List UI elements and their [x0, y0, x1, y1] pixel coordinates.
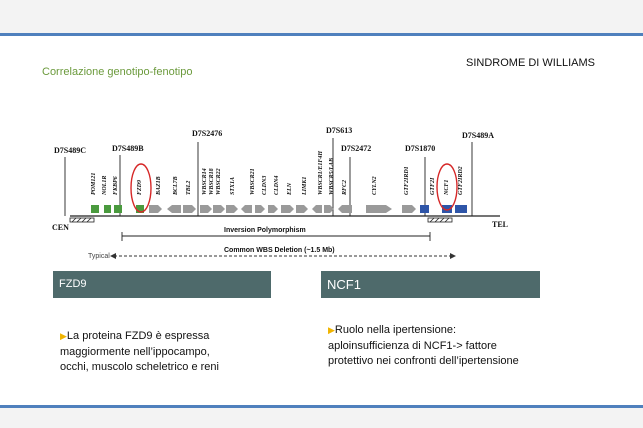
gene-box	[136, 205, 144, 213]
gene-label: GTF2IRD2	[458, 166, 464, 195]
marker-d7s489b: D7S489B	[112, 144, 144, 153]
typical-label: Typical	[88, 253, 110, 260]
hatch-right	[427, 217, 453, 223]
gene-box	[91, 205, 99, 213]
gene-label: BAZ1B	[156, 176, 162, 196]
gene-label: NOL1R	[102, 176, 108, 196]
gene-label: FKBP6	[113, 176, 119, 195]
text-line: occhi, muscolo scheletrico e reni	[60, 361, 219, 373]
deletion-arrowhead-right	[450, 253, 456, 259]
gene-label: GTF2I	[430, 177, 436, 195]
bottom-bar	[0, 405, 643, 428]
gene-label: ELN	[287, 182, 293, 196]
gene-boxes	[91, 205, 467, 213]
hatch-left	[69, 217, 95, 223]
panel-title-fzd9: FZD9	[53, 271, 271, 298]
marker-d7s2472: D7S2472	[341, 144, 371, 153]
marker-d7s613: D7S613	[326, 126, 352, 135]
gene-arrows	[149, 205, 416, 213]
gene-box	[420, 205, 429, 213]
text-line: Ruolo nella ipertensione:	[334, 324, 457, 336]
marker-d7s489c: D7S489C	[54, 146, 86, 155]
deletion-label: Common WBS Deletion (~1.5 Mb)	[224, 247, 335, 254]
gene-label: WBSCR21	[250, 168, 256, 195]
gene-label: FZD9	[137, 180, 143, 195]
gene-box	[442, 205, 452, 213]
marker-d7s2476: D7S2476	[192, 129, 222, 138]
gene-label: BCL7B	[173, 176, 179, 196]
panel-title-ncf1: NCF1	[321, 271, 540, 298]
highlight-circle-ncf1	[436, 163, 458, 211]
gene-box	[455, 205, 467, 213]
gene-label: WBSCR22	[216, 168, 222, 195]
deletion-arrowhead-left	[110, 253, 116, 259]
highlight-circle-fzd9	[130, 163, 152, 213]
inversion-label: Inversion Polymorphism	[224, 227, 306, 234]
gene-box	[104, 205, 111, 213]
top-bar	[0, 0, 643, 36]
slide-subtitle: Correlazione genotipo-fenotipo	[42, 66, 193, 78]
text-line: protettivo nei confronti dell’ipertensio…	[328, 355, 519, 367]
bullet-text-fzd9: ▶La proteina FZD9 è espressa maggiorment…	[60, 329, 280, 376]
gene-label: CYLN2	[372, 176, 378, 195]
bullet-text-ncf1: ▶Ruolo nella ipertensione: aploinsuffici…	[328, 323, 578, 370]
gene-label: POM121	[91, 173, 97, 195]
gene-label: CLDN3	[262, 176, 268, 195]
text-line: aploinsufficienza di NCF1-> fattore	[328, 339, 497, 352]
triangle-bullet-icon: ▶	[60, 331, 67, 341]
gene-label: WBSCR14	[202, 168, 208, 195]
text-line: maggiormente nell’ippocampo,	[60, 345, 210, 358]
marker-d7s489a: D7S489A	[462, 131, 494, 140]
gene-label: GTF2IRD1	[404, 166, 410, 195]
gene-map-diagram: D7S489C D7S489B D7S2476 D7S613 D7S2472 D…	[52, 126, 508, 260]
gene-label: WBSCR5/LAB	[329, 158, 335, 195]
tel-label: TEL	[492, 220, 508, 229]
gene-label: CLDN4	[274, 176, 280, 195]
gene-box	[114, 205, 122, 213]
gene-label: RFC2	[342, 180, 348, 196]
inversion-bracket	[121, 232, 431, 241]
gene-label: WBSCR1/E1F4H	[318, 151, 324, 195]
gene-label: NCF1	[444, 180, 450, 196]
cen-label: CEN	[52, 223, 69, 232]
gene-label: LIMK1	[302, 177, 308, 196]
gene-label: STX1A	[230, 177, 236, 195]
marker-d7s1870: D7S1870	[405, 144, 435, 153]
triangle-bullet-icon: ▶	[328, 325, 335, 335]
gene-label: WBSCR18	[209, 168, 215, 195]
text-line: La proteina FZD9 è espressa	[66, 330, 210, 342]
gene-label: TBL2	[186, 181, 192, 195]
slide-title: SINDROME DI WILLIAMS	[466, 57, 595, 69]
